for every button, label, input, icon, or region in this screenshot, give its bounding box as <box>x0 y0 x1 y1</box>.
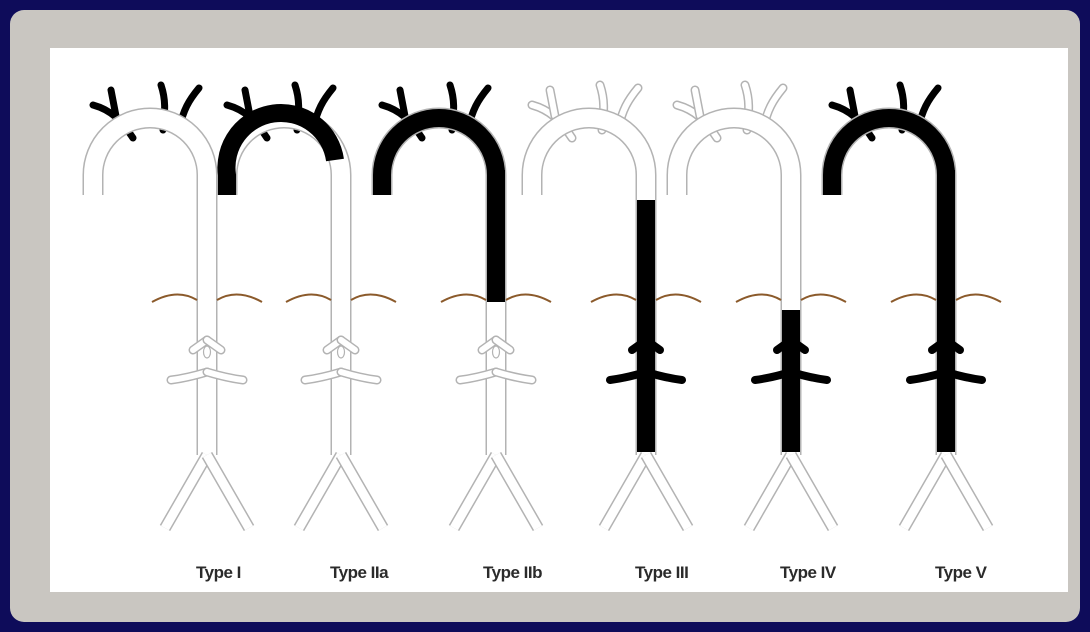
type-label-2: Type IIa <box>330 563 389 582</box>
aortic-arch <box>677 118 791 195</box>
head-vessel-2 <box>400 90 405 116</box>
type-label-5: Type IV <box>780 563 837 582</box>
diaphragm-right <box>956 294 1001 302</box>
iliac-right <box>646 455 688 528</box>
diaphragm-left <box>891 294 936 302</box>
iliac-right <box>791 455 833 528</box>
diaphragm-right <box>217 294 262 302</box>
aortic-arch <box>382 118 496 195</box>
iliac-right <box>946 455 988 528</box>
aortic-arch <box>832 118 946 195</box>
type-label-3: Type IIb <box>483 563 542 582</box>
type-label-6: Type V <box>935 563 988 582</box>
diaphragm-left <box>591 294 636 302</box>
aortic-arch <box>532 118 646 195</box>
type-label-4: Type III <box>635 563 688 582</box>
iliac-left <box>904 455 946 528</box>
iliac-right <box>341 455 383 528</box>
iliac-left <box>454 455 496 528</box>
aortic-arch <box>93 118 207 195</box>
iliac-left <box>604 455 646 528</box>
iliac-left <box>299 455 341 528</box>
head-vessel-2 <box>850 90 855 116</box>
iliac-right <box>207 455 249 528</box>
iliac-left <box>749 455 791 528</box>
diaphragm-left <box>736 294 781 302</box>
iliac-left <box>165 455 207 528</box>
aorta-figure-5: Type IV <box>677 85 846 582</box>
diaphragm-right <box>351 294 396 302</box>
aorta-figure-2: Type IIa <box>226 85 396 582</box>
diaphragm-right <box>506 294 551 302</box>
diaphragm-left <box>152 294 197 302</box>
type-label-1: Type I <box>196 563 241 582</box>
aorta-figure-6: Type V <box>832 85 1001 582</box>
diaphragm-right <box>801 294 846 302</box>
head-vessel-2 <box>245 90 250 116</box>
diaphragm-right <box>656 294 701 302</box>
diaphragm-left <box>286 294 331 302</box>
head-vessel-2 <box>111 90 116 116</box>
iliac-right <box>496 455 538 528</box>
diaphragm-left <box>441 294 486 302</box>
